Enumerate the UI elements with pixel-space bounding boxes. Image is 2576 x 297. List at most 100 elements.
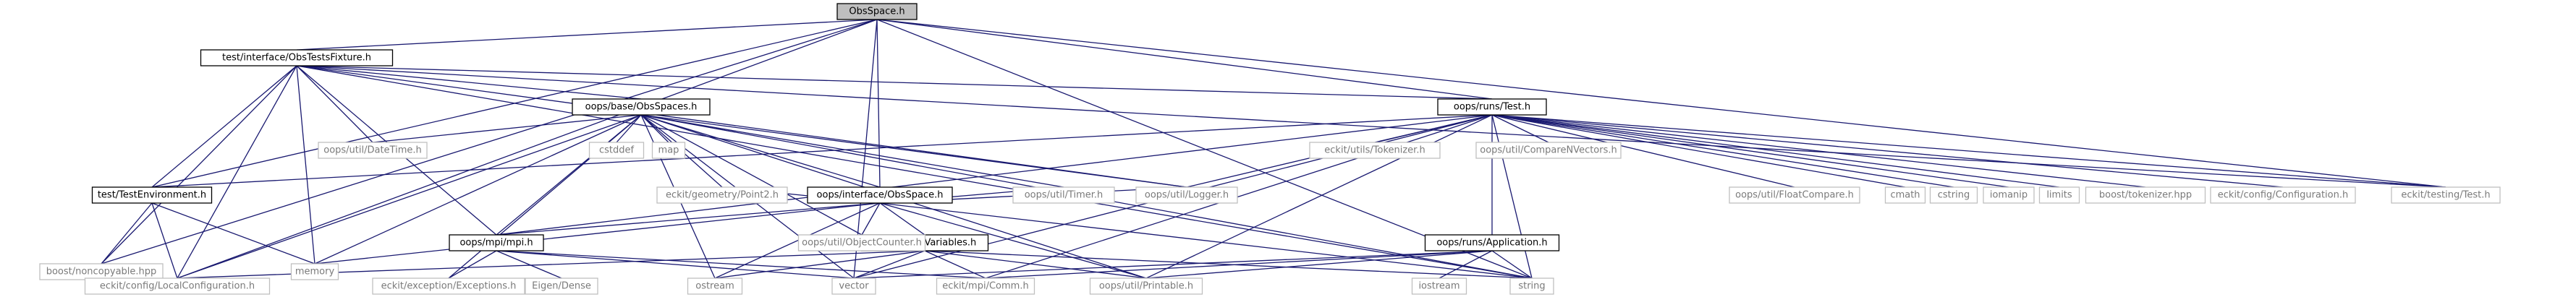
node-box [1309, 142, 1441, 159]
node-printable: oops/util/Printable.h [1089, 277, 1203, 295]
node-map: map [651, 142, 686, 159]
edge-testenvironment-to-memory [151, 202, 315, 264]
node-label: eckit/mpi/Comm.h [942, 281, 1028, 292]
node-eckit-configuration: eckit/config/Configuration.h [2210, 186, 2356, 204]
edge-application_h-to-mpi_comm [985, 250, 1493, 279]
node-box [2038, 186, 2080, 204]
edge-obsspace_h-to-runs_test [876, 19, 1493, 100]
node-base-obsspaces[interactable]: oops/base/ObsSpaces.h [572, 98, 711, 116]
edge-obstestsfixture-to-runs_test [296, 65, 1493, 100]
edge-obstestsfixture-to-string [296, 65, 1533, 279]
dependency-edges [101, 19, 2446, 279]
node-obsspace-h[interactable]: ObsSpace.h [836, 3, 918, 20]
edge-mpi_h-to-eigen_dense [496, 250, 562, 279]
node-box [1509, 277, 1554, 295]
edge-base_obsspaces-to-cstddef [616, 114, 642, 143]
node-label: cstring [1938, 190, 1970, 201]
node-label: memory [295, 267, 335, 277]
node-tokenizer-h: eckit/utils/Tokenizer.h [1309, 142, 1441, 159]
edge-variables_h-to-printable [924, 250, 1147, 279]
edge-obsspace_h-to-eckit_testing [876, 19, 2446, 188]
node-runs-test[interactable]: oops/runs/Test.h [1437, 98, 1547, 116]
edge-obsspace_h-to-string [876, 19, 1533, 279]
node-box [588, 142, 645, 159]
edge-mpi_h-to-mpi_comm [496, 250, 986, 279]
edge-obstestsfixture-to-eckit_testing [296, 65, 2446, 188]
edge-obstestsfixture-to-logger [296, 65, 1187, 188]
node-box [1475, 142, 1622, 159]
node-datetime: oops/util/DateTime.h [318, 142, 428, 159]
node-box [1089, 277, 1203, 295]
node-label: eckit/config/Configuration.h [2218, 190, 2348, 201]
edge-variables_h-to-mpi_comm [924, 250, 986, 279]
node-ostream: ostream [687, 277, 743, 295]
edge-testenvironment-to-localconfiguration [151, 202, 178, 279]
node-string: string [1509, 277, 1554, 295]
node-label: string [1518, 281, 1545, 292]
node-label: oops/util/ObjectCounter.h [802, 238, 922, 249]
edge-interface_obsspace-to-mpi_h [496, 202, 881, 236]
edge-obsspace_h-to-boost_noncopyable [101, 19, 878, 264]
node-obstestsfixture[interactable]: test/interface/ObsTestsFixture.h [200, 49, 394, 66]
edge-interface_obsspace-to-variables_h [879, 202, 925, 236]
edge-obstestsfixture-to-testenvironment [151, 65, 297, 188]
node-box [831, 277, 876, 295]
node-label: oops/util/Logger.h [1145, 190, 1229, 201]
node-box [1424, 234, 1560, 251]
node-box [200, 49, 394, 66]
edge-obstestsfixture-to-boost_noncopyable [101, 65, 297, 264]
edge-runs_test-to-cstring [1491, 114, 1954, 188]
node-label: eckit/utils/Tokenizer.h [1324, 145, 1425, 156]
node-interface-obsspace[interactable]: oops/interface/ObsSpace.h [807, 186, 953, 204]
node-floatcompare: oops/util/FloatCompare.h [1729, 186, 1860, 204]
edge-application_h-to-iostream [1439, 250, 1493, 279]
edge-obstestsfixture-to-localconfiguration [177, 65, 297, 279]
node-label: Eigen/Dense [532, 281, 591, 292]
node-label: oops/util/Printable.h [1099, 281, 1193, 292]
node-label: oops/base/ObsSpaces.h [585, 102, 698, 113]
node-cstddef: cstddef [588, 142, 645, 159]
edge-mpi_h-to-vector [496, 250, 855, 279]
edge-obsspace_h-to-obstestsfixture [296, 19, 878, 51]
node-eckit-testing: eckit/testing/Test.h [2391, 186, 2501, 204]
edge-base_obsspaces-to-memory [314, 114, 642, 264]
edge-interface_obsspace-to-ostream [714, 202, 881, 279]
node-label: limits [2046, 190, 2072, 201]
edge-runs_test-to-mpi_h [496, 114, 1493, 236]
node-iomanip: iomanip [1983, 186, 2035, 204]
node-box [572, 98, 711, 116]
node-label: oops/util/Timer.h [1025, 190, 1103, 201]
node-mpi-h[interactable]: oops/mpi/mpi.h [449, 234, 544, 251]
node-label: eckit/geometry/Point2.h [666, 190, 779, 201]
edge-mpi_h-to-exceptions [448, 250, 497, 279]
node-box [2085, 186, 2206, 204]
node-limits: limits [2038, 186, 2080, 204]
node-memory: memory [290, 263, 339, 280]
node-box [372, 277, 525, 295]
node-box [84, 277, 271, 295]
node-label: test/TestEnvironment.h [98, 190, 206, 201]
edge-obsspace_h-to-interface_obsspace [876, 19, 881, 188]
node-point2: eckit/geometry/Point2.h [656, 186, 788, 204]
node-label: test/interface/ObsTestsFixture.h [222, 53, 371, 64]
node-mpi-comm: eckit/mpi/Comm.h [936, 277, 1035, 295]
edge-runs_test-to-eckit_testing [1491, 114, 2446, 188]
node-label: eckit/testing/Test.h [2401, 190, 2490, 201]
edge-runs_test-to-cmath [1491, 114, 1906, 188]
node-application-h[interactable]: oops/runs/Application.h [1424, 234, 1560, 251]
edge-application_h-to-string [1491, 250, 1533, 279]
node-timer: oops/util/Timer.h [1012, 186, 1115, 204]
node-box [1012, 186, 1115, 204]
node-label: boost/noncopyable.hpp [46, 267, 157, 277]
node-cmath: cmath [1884, 186, 1926, 204]
node-box [91, 186, 213, 204]
node-testenvironment[interactable]: test/TestEnvironment.h [91, 186, 213, 204]
edge-variables_h-to-string [924, 250, 1533, 279]
edge-obstestsfixture-to-datetime [296, 65, 373, 143]
node-label: boost/tokenizer.hpp [2099, 190, 2192, 201]
node-box [1729, 186, 1860, 204]
edge-runs_test-to-iomanip [1491, 114, 2009, 188]
node-label: eckit/config/LocalConfiguration.h [100, 281, 255, 292]
edge-variables_h-to-vector [853, 250, 925, 279]
